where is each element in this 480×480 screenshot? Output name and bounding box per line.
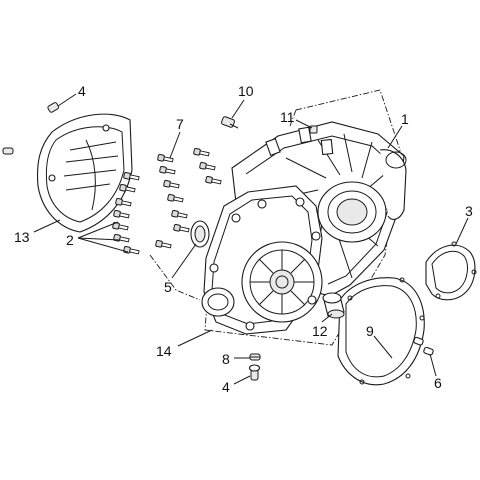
bolt bbox=[115, 198, 132, 207]
callouts: 1 2 3 4 4 5 6 7 8 9 10 11 12 13 14 bbox=[14, 83, 473, 395]
bolt bbox=[119, 184, 136, 193]
part-9-gasket bbox=[337, 277, 425, 386]
callout-14: 14 bbox=[156, 343, 172, 359]
callout-4-lower: 4 bbox=[222, 379, 230, 395]
bolt bbox=[163, 180, 180, 189]
callout-8: 8 bbox=[222, 351, 230, 367]
bolt bbox=[123, 246, 140, 255]
callout-7: 7 bbox=[176, 116, 184, 132]
callout-2: 2 bbox=[66, 232, 74, 248]
callout-9: 9 bbox=[366, 323, 374, 339]
bolt bbox=[173, 224, 190, 233]
callout-5: 5 bbox=[164, 279, 172, 295]
part-3-gasket bbox=[425, 241, 477, 301]
assembly-boundary-lines bbox=[149, 89, 401, 346]
bolt bbox=[157, 154, 174, 163]
part-12-bushing bbox=[322, 292, 345, 319]
bolt bbox=[113, 234, 130, 243]
bolt bbox=[171, 210, 188, 219]
callout-4-upper: 4 bbox=[78, 83, 86, 99]
callout-1: 1 bbox=[401, 111, 409, 127]
callout-12: 12 bbox=[312, 323, 328, 339]
part-10-bolt bbox=[221, 116, 239, 129]
part-8-small-bolt bbox=[249, 353, 261, 361]
bolt bbox=[123, 172, 140, 181]
part-4-drain-bolt-lower bbox=[248, 364, 261, 381]
bolt bbox=[159, 166, 176, 175]
bolt-set bbox=[112, 148, 222, 255]
callout-6: 6 bbox=[434, 375, 442, 391]
callout-10: 10 bbox=[238, 83, 254, 99]
callout-13: 13 bbox=[14, 229, 30, 245]
part-5-oil-seal bbox=[190, 220, 210, 248]
bolt bbox=[155, 240, 172, 249]
part-4-bolt-upper bbox=[47, 102, 60, 113]
leader-lines bbox=[33, 93, 469, 385]
part-6-dowel-pins bbox=[413, 336, 434, 356]
bolt bbox=[205, 176, 222, 185]
bolt bbox=[193, 148, 210, 157]
bolt bbox=[167, 194, 184, 203]
callout-11: 11 bbox=[280, 109, 295, 125]
bolt bbox=[199, 162, 216, 171]
small-bolt-far-left bbox=[2, 147, 14, 155]
part-14-front-cover bbox=[201, 185, 323, 335]
bolt bbox=[113, 210, 130, 219]
callout-3: 3 bbox=[465, 203, 473, 219]
part-13-shield-plate bbox=[36, 113, 133, 233]
